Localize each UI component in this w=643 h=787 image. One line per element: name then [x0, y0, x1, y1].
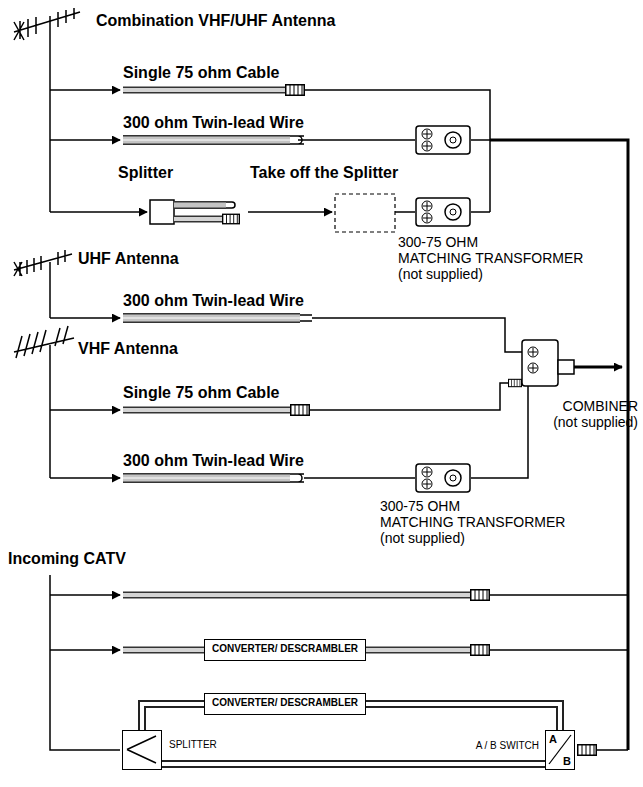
- output-line: [490, 140, 628, 750]
- cable-core: [366, 704, 560, 730]
- box-label: CONVERTER/ DESCRAMBLER: [205, 697, 365, 708]
- part-label: Single 75 ohm Cable: [123, 384, 279, 402]
- switch-letter: B: [563, 755, 571, 767]
- combiner-illustration: [509, 340, 622, 387]
- part-label: Single 75 ohm Cable: [123, 64, 279, 82]
- ab-switch-box: A / B SWITCHAB: [545, 730, 575, 770]
- converter-box: CONVERTER/ DESCRAMBLER: [204, 693, 366, 715]
- cable-core: [162, 762, 545, 766]
- double-line-cable: [162, 760, 545, 768]
- cable-run: [366, 704, 560, 730]
- part-label: Take off the Splitter: [250, 164, 398, 182]
- cable-core: [142, 704, 204, 730]
- splitter-illustration: [150, 194, 395, 232]
- part-label: Splitter: [118, 164, 173, 182]
- part-label: Incoming CATV: [8, 550, 126, 568]
- callout-text: 300-75 OHM MATCHING TRANSFORMER (not sup…: [398, 234, 583, 282]
- vhf-antenna: [14, 326, 74, 478]
- combination-antenna: [14, 8, 80, 212]
- splitter-symbol: [123, 731, 160, 768]
- splitter-box: SPLITTER: [122, 730, 162, 770]
- part-label: A / B SWITCH: [476, 740, 539, 751]
- twin-lead-wire: [123, 136, 312, 482]
- part-label: 300 ohm Twin-lead Wire: [123, 292, 304, 310]
- double-line-cable: [142, 704, 204, 730]
- callout-text: 300-75 OHM MATCHING TRANSFORMER (not sup…: [380, 498, 565, 546]
- converter-box: CONVERTER/ DESCRAMBLER: [204, 639, 366, 661]
- cable-run: [162, 764, 545, 765]
- uhf-antenna: [14, 250, 72, 318]
- double-line-cable: [366, 704, 560, 730]
- switch-letter: A: [549, 733, 557, 745]
- cable-run: [142, 704, 204, 730]
- callout-text: COMBINER (not supplied): [553, 398, 638, 430]
- part-label: VHF Antenna: [78, 340, 178, 358]
- part-label: 300 ohm Twin-lead Wire: [123, 114, 304, 132]
- coax-cable: [123, 85, 596, 756]
- catv-feed: [50, 575, 120, 750]
- part-label: 300 ohm Twin-lead Wire: [123, 452, 304, 470]
- part-label: Combination VHF/UHF Antenna: [96, 12, 335, 30]
- matching-transformer: [416, 126, 470, 492]
- part-label: UHF Antenna: [78, 250, 179, 268]
- box-label: CONVERTER/ DESCRAMBLER: [205, 643, 365, 654]
- part-label: SPLITTER: [169, 739, 217, 750]
